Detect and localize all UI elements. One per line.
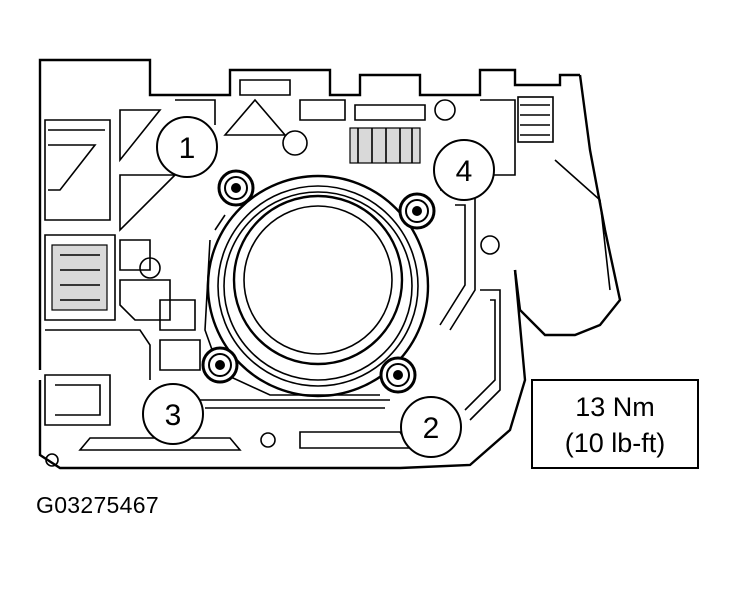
callout-3-label: 3: [165, 399, 182, 432]
housing-outline: [38, 58, 622, 470]
top-housing-details: [175, 79, 554, 176]
bolt-4: [398, 192, 436, 230]
left-housing-details: [44, 109, 201, 380]
torque-spec-box: 13 Nm (10 lb-ft): [531, 379, 699, 469]
callout-4-label: 4: [456, 155, 473, 188]
callout-3: 3: [142, 383, 204, 445]
bolt-3: [201, 346, 239, 384]
callout-1: 1: [156, 116, 218, 178]
bolt-2: [379, 356, 417, 394]
torque-imperial: (10 lb-ft): [565, 428, 666, 458]
torque-metric: 13 Nm: [575, 392, 655, 422]
figure-id: G03275467: [36, 492, 159, 518]
central-bore: [204, 174, 430, 398]
right-housing-details: [439, 159, 611, 421]
callout-2: 2: [400, 396, 462, 458]
callout-2-label: 2: [423, 412, 440, 445]
callout-4: 4: [433, 139, 495, 201]
callout-1-label: 1: [179, 132, 196, 165]
bolt-1: [217, 169, 255, 207]
